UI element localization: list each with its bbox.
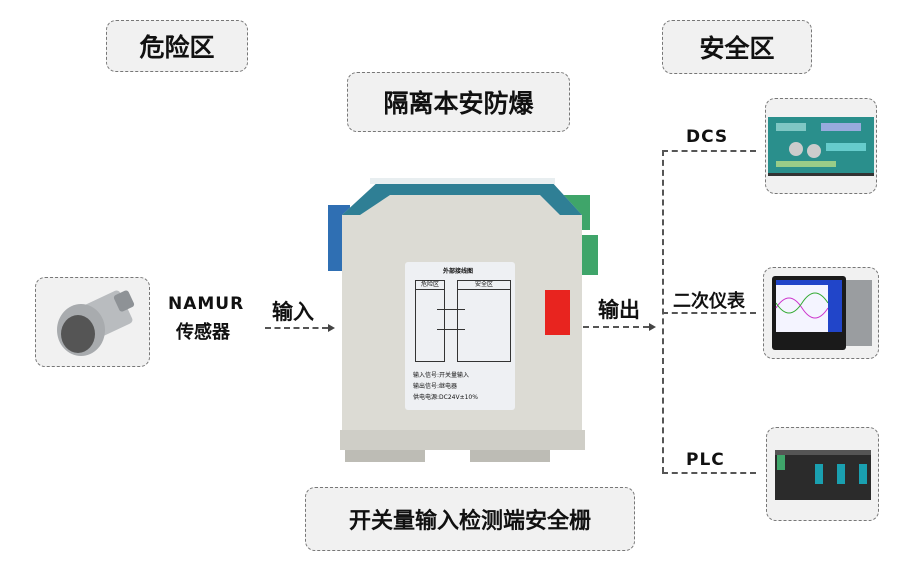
safety-barrier-device: 外部接线图 危险区 安全区 输入信号:开关量输入 输出信号:继电器 供电电源:D… <box>320 175 602 473</box>
branch-dcs <box>662 150 756 152</box>
hazard-wiring-box: 危险区 <box>415 280 445 362</box>
power-supply-spec: 供电电源:DC24V±10% <box>413 394 478 401</box>
input-label: 输入 <box>272 300 314 324</box>
branch-plc <box>662 472 756 474</box>
headline-tag: 隔离本安防爆 <box>347 72 570 132</box>
instrument-label: 二次仪表 <box>673 291 745 312</box>
hazard-zone-tag: 危险区 <box>106 20 248 72</box>
dcs-label: DCS <box>686 127 729 147</box>
namur-sensor-image <box>35 277 150 367</box>
recorder-display-icon <box>772 276 872 350</box>
safe-zone-tag: 安全区 <box>662 20 812 74</box>
input-arrow <box>265 327 328 329</box>
sensor-name-label: 传感器 <box>176 322 230 343</box>
plc-image <box>766 427 879 521</box>
input-signal-spec: 输入信号:开关量输入 <box>413 372 470 379</box>
input-arrowhead-icon <box>328 324 335 332</box>
dcs-image <box>765 98 877 194</box>
branch-instrument <box>662 312 756 314</box>
secondary-instrument-image <box>763 267 879 359</box>
plc-module-icon <box>775 450 871 500</box>
label-hazard-zone: 危险区 <box>416 281 444 290</box>
proximity-sensor-icon <box>57 290 135 356</box>
product-name-tag: 开关量输入检测端安全栅 <box>305 487 635 551</box>
output-bus-line <box>662 150 664 473</box>
wiring-label: 外部接线图 危险区 安全区 输入信号:开关量输入 输出信号:继电器 供电电源:D… <box>405 262 515 410</box>
output-arrow <box>583 326 649 328</box>
warning-sticker <box>545 290 570 335</box>
wiring-diagram-title: 外部接线图 <box>443 268 474 275</box>
safe-wiring-box: 安全区 <box>457 280 511 362</box>
sensor-type-label: NAMUR <box>168 294 245 314</box>
output-signal-spec: 输出信号:继电器 <box>413 383 458 390</box>
plc-label: PLC <box>686 450 725 470</box>
output-label: 输出 <box>598 298 640 322</box>
output-arrowhead-icon <box>649 323 656 331</box>
label-safe-zone: 安全区 <box>458 281 510 290</box>
dcs-screen-icon <box>768 117 874 176</box>
